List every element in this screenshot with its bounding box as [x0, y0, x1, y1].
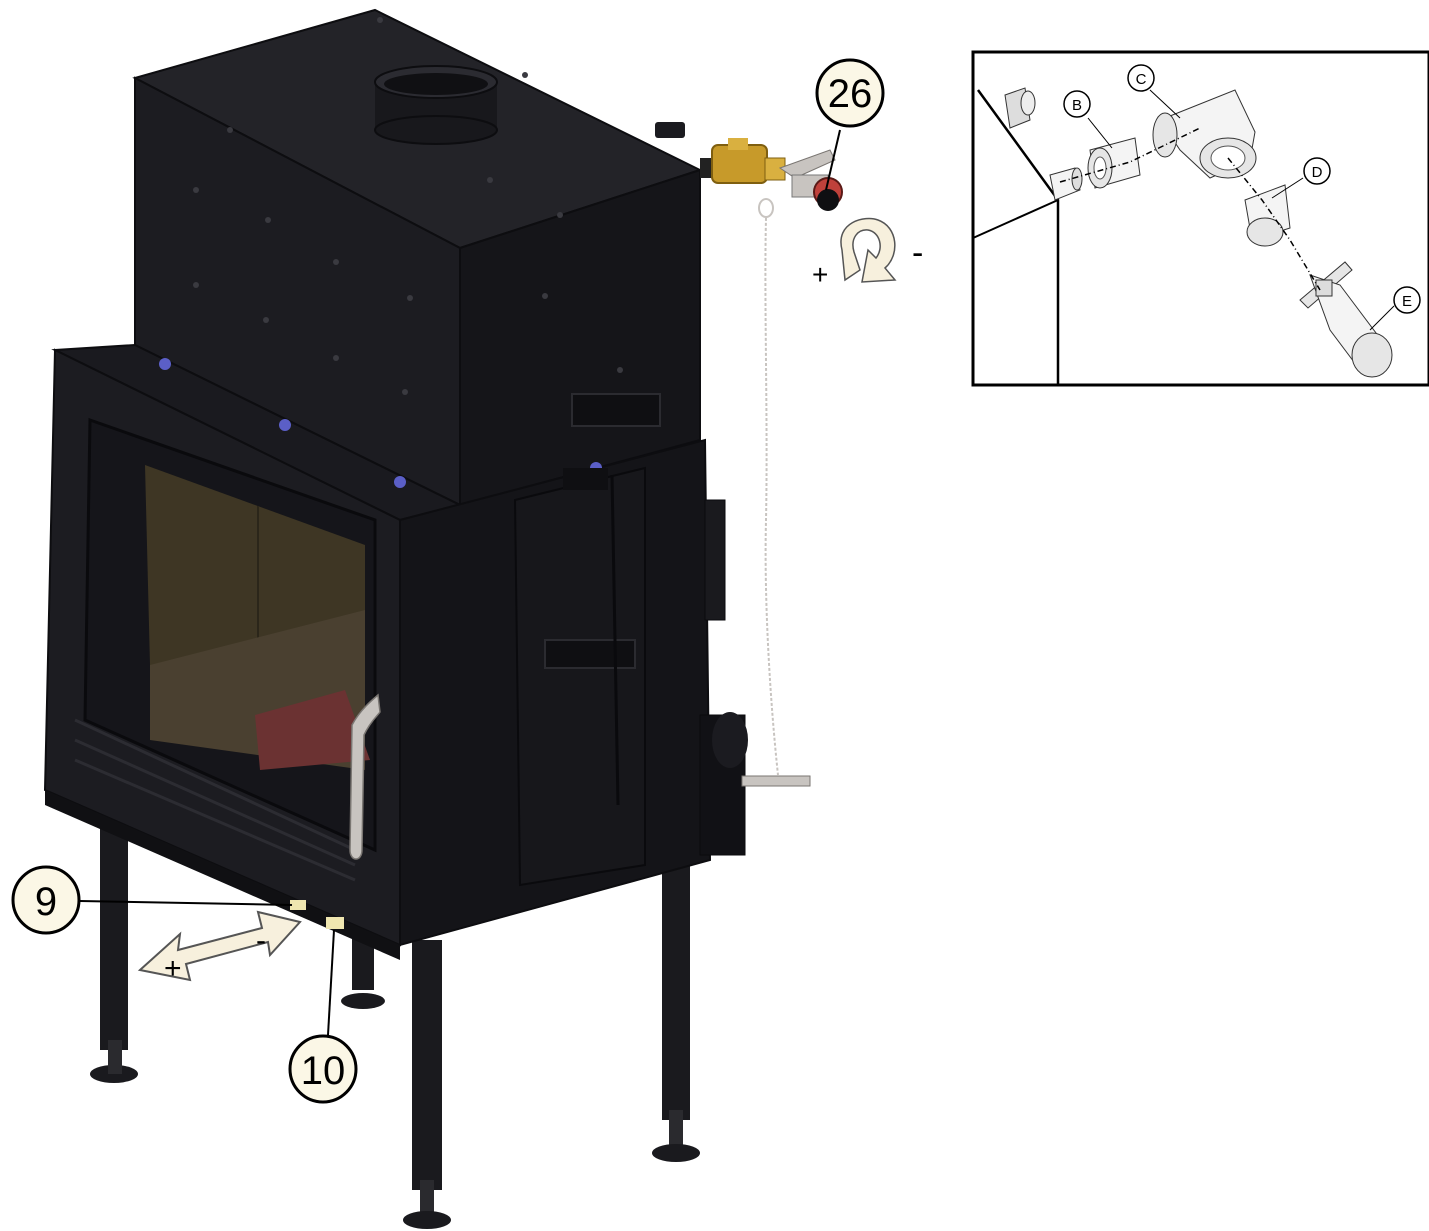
double-arrow-icon — [137, 910, 302, 982]
thermostatic-handle — [778, 149, 836, 179]
callout-9: 9 — [11, 865, 293, 935]
rear-bracket — [704, 499, 726, 621]
flue-collar — [374, 65, 498, 145]
firebox-body — [43, 343, 811, 960]
rotation-arrow: + - — [812, 217, 923, 290]
inset-label-b: B — [1063, 90, 1113, 149]
inset-label-c: C — [1127, 64, 1181, 119]
side-door — [513, 466, 646, 887]
door-handle — [349, 693, 381, 860]
inset-detail: B C D E — [971, 50, 1429, 387]
firebox-bottom-lip — [45, 790, 400, 960]
air-intake — [699, 712, 748, 856]
svg-text:C: C — [1136, 71, 1147, 88]
inset-part-e — [1299, 261, 1393, 378]
callout-10: 10 — [288, 929, 358, 1104]
svg-text:D: D — [1312, 164, 1323, 181]
svg-text:E: E — [1402, 293, 1412, 310]
rotate-plus-sign: + — [812, 259, 828, 290]
callout-26: 26 — [815, 58, 885, 191]
slide-plus-sign: + — [164, 952, 182, 985]
brass-valve — [711, 144, 768, 184]
inset-label-e: E — [1369, 286, 1421, 331]
inset-part-b — [1087, 137, 1141, 189]
svg-text:B: B — [1072, 97, 1082, 114]
rotate-arrow-icon — [840, 217, 897, 283]
foot-back-left — [341, 993, 385, 1009]
hood-screws — [193, 17, 623, 395]
leg-front-left — [100, 820, 128, 1050]
foot-front-right — [403, 1211, 451, 1229]
foot-back-right — [652, 1144, 700, 1162]
firebox-grate — [255, 690, 370, 770]
callout-10-label: 10 — [301, 1049, 346, 1093]
rotate-minus-sign: - — [912, 234, 923, 272]
air-lever — [741, 775, 811, 787]
slider-9 — [290, 900, 306, 910]
inset-part-d — [1244, 184, 1291, 247]
upper-hood — [132, 8, 703, 507]
callout-26-label: 26 — [828, 72, 873, 116]
slide-arrow: + - — [137, 910, 302, 985]
valve-assembly — [655, 122, 843, 776]
hood-side-grip — [571, 393, 661, 427]
slide-minus-sign: - — [256, 924, 266, 957]
inset-label-d: D — [1271, 157, 1331, 199]
leg-front-right — [412, 940, 442, 1190]
slider-10 — [326, 917, 344, 929]
valve-chain — [764, 217, 779, 776]
legs — [90, 820, 700, 1229]
leg-back-right — [662, 860, 690, 1120]
callout-9-label: 9 — [35, 880, 57, 924]
front-vent — [74, 718, 356, 882]
